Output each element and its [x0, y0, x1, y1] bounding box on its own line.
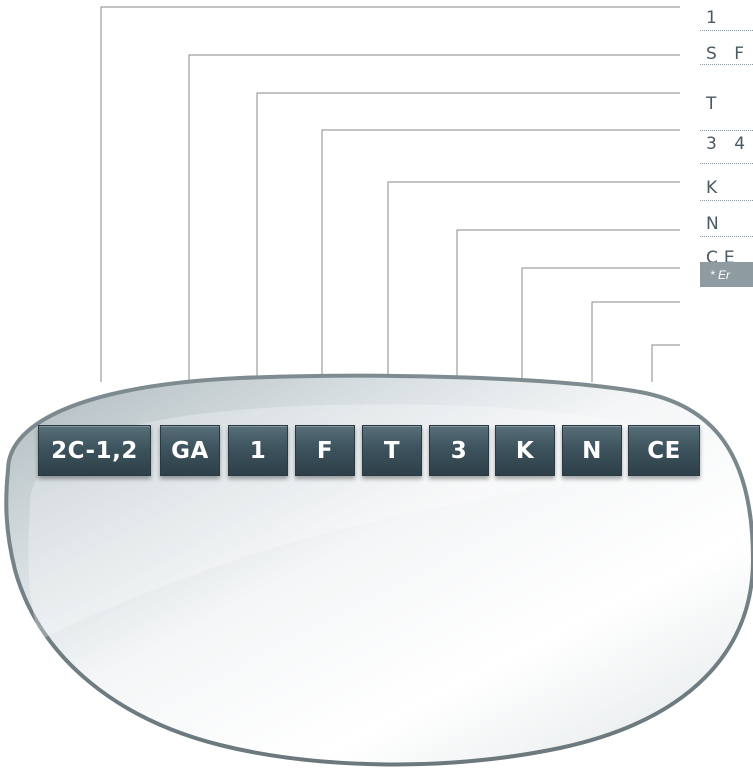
marking-badge-1: 2C-1,2 — [38, 425, 151, 476]
leader-line-7 — [522, 268, 680, 382]
legend-divider-3 — [700, 130, 753, 131]
legend-divider-6 — [700, 236, 753, 237]
footnote-tab: * Er — [700, 262, 753, 287]
marking-badge-3: 1 — [228, 425, 288, 476]
legend-label-6: N — [706, 214, 725, 234]
marking-badge-8: N — [562, 425, 622, 476]
legend-divider-4 — [700, 163, 753, 164]
legend-divider-1 — [700, 30, 753, 31]
legend-label-5: K — [706, 178, 723, 198]
legend-label-1: 1 — [706, 8, 723, 28]
leader-line-2 — [189, 55, 680, 382]
legend-label-2: S F — [706, 44, 750, 64]
leader-line-6 — [457, 230, 680, 382]
leader-line-5 — [388, 182, 680, 382]
leader-line-8 — [592, 302, 680, 382]
leader-lines — [101, 7, 680, 382]
legend-label-3: T — [706, 94, 722, 114]
footnote-text: * Er — [710, 268, 730, 282]
legend-label-4: 3 4 — [706, 134, 751, 154]
marking-badge-2: GA — [160, 425, 220, 476]
marking-badge-6: 3 — [429, 425, 489, 476]
marking-badge-4: F — [295, 425, 355, 476]
leader-line-1 — [101, 7, 680, 382]
marking-badge-9: CE — [628, 425, 700, 476]
legend-divider-2 — [700, 64, 753, 65]
leader-line-4 — [322, 130, 680, 382]
marking-badge-7: K — [495, 425, 555, 476]
marking-badge-5: T — [362, 425, 422, 476]
leader-line-9 — [652, 345, 680, 382]
leader-line-3 — [257, 93, 680, 382]
legend-divider-5 — [700, 200, 753, 201]
